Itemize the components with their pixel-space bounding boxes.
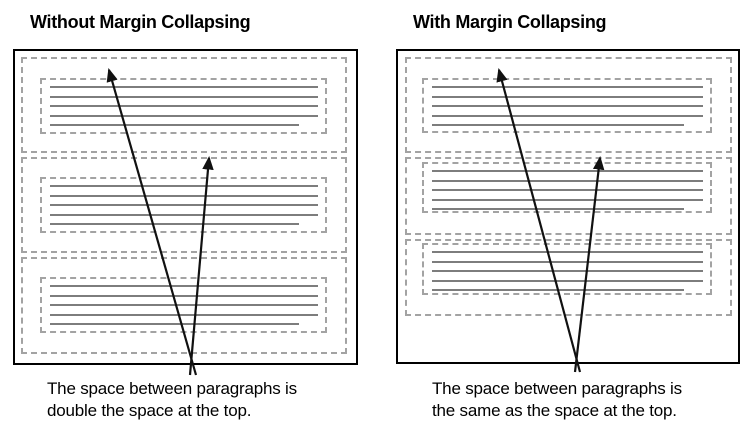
paragraph-placeholder	[422, 162, 712, 213]
text-line-placeholder	[432, 260, 703, 263]
text-line-placeholder	[50, 313, 318, 316]
right-panel-title: With Margin Collapsing	[413, 12, 607, 32]
paragraph-placeholder	[422, 243, 712, 295]
text-line-placeholder	[50, 294, 318, 297]
paragraph-placeholder	[422, 78, 712, 133]
text-line-placeholder	[50, 194, 318, 197]
text-line-placeholder	[50, 304, 318, 306]
paragraph-placeholder	[40, 78, 327, 134]
margin-box	[21, 257, 347, 354]
text-line-placeholder	[432, 289, 684, 291]
right-caption: The space between paragraphs is the same…	[432, 378, 682, 422]
text-line-placeholder	[432, 279, 703, 282]
text-line-placeholder	[432, 105, 703, 107]
text-line-placeholder	[432, 124, 684, 126]
text-line-placeholder	[50, 185, 318, 187]
left-caption: The space between paragraphs is double t…	[47, 378, 297, 422]
right-caption-line1: The space between paragraphs is	[432, 379, 682, 398]
text-line-placeholder	[432, 114, 703, 117]
text-line-placeholder	[432, 270, 703, 272]
text-line-placeholder	[50, 86, 318, 88]
text-line-placeholder	[50, 323, 300, 325]
text-line-placeholder	[432, 179, 703, 182]
paragraph-placeholder	[40, 277, 327, 333]
margin-box	[405, 239, 732, 316]
text-line-placeholder	[432, 95, 703, 98]
right-caption-line2: the same as the space at the top.	[432, 401, 677, 420]
text-line-placeholder	[50, 213, 318, 216]
text-line-placeholder	[432, 86, 703, 88]
margin-box	[21, 157, 347, 253]
text-line-placeholder	[50, 114, 318, 117]
text-line-placeholder	[432, 251, 703, 253]
container-box-without-collapsing	[13, 49, 358, 365]
text-line-placeholder	[50, 223, 300, 225]
text-line-placeholder	[50, 285, 318, 287]
text-line-placeholder	[432, 198, 703, 201]
left-caption-line2: double the space at the top.	[47, 401, 252, 420]
text-line-placeholder	[432, 170, 703, 172]
container-box-with-collapsing	[396, 49, 740, 364]
paragraph-placeholder	[40, 177, 327, 233]
text-line-placeholder	[50, 95, 318, 98]
left-caption-line1: The space between paragraphs is	[47, 379, 297, 398]
margin-box	[405, 57, 732, 153]
margin-box	[405, 157, 732, 235]
text-line-placeholder	[50, 204, 318, 206]
text-line-placeholder	[432, 189, 703, 191]
text-line-placeholder	[50, 105, 318, 107]
left-panel-title: Without Margin Collapsing	[30, 12, 251, 32]
margin-box	[21, 57, 347, 153]
text-line-placeholder	[432, 208, 684, 210]
text-line-placeholder	[50, 124, 300, 126]
